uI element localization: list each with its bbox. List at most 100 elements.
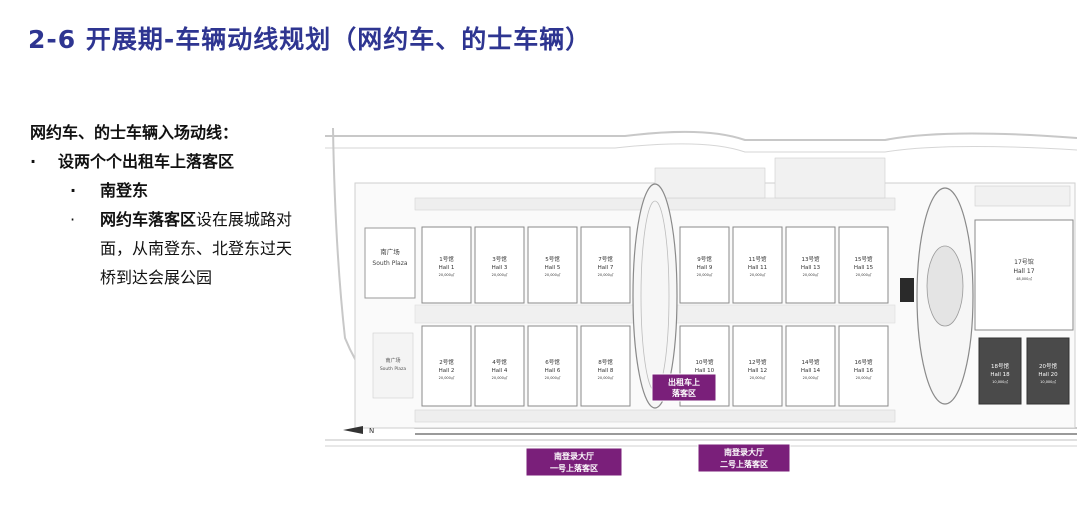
south-plaza-2-en: South Plaza bbox=[380, 366, 407, 372]
bullet-item-1: · 设两个个出租车上落客区 bbox=[30, 147, 330, 176]
south-lobby-2-line-2: 二号上落客区 bbox=[720, 459, 768, 469]
slide-title: 2-6 开展期-车辆动线规划（网约车、的士车辆） bbox=[28, 25, 592, 54]
svg-text:20,000㎡: 20,000㎡ bbox=[439, 272, 455, 277]
top-building bbox=[774, 157, 886, 199]
svg-text:Hall 10: Hall 10 bbox=[695, 368, 715, 374]
hall-6: 6号馆 Hall 6 20,000㎡ bbox=[527, 325, 578, 407]
sub-bullet-2: · 网约车落客区设在展城路对 bbox=[30, 205, 330, 234]
description-text-block: 网约车、的士车辆入场动线： · 设两个个出租车上落客区 · 南登东 · 网约车落… bbox=[30, 118, 330, 292]
hall-16: 16号馆 Hall 16 20,000㎡ bbox=[838, 325, 889, 407]
svg-text:18号馆: 18号馆 bbox=[991, 362, 1009, 370]
svg-text:Hall 8: Hall 8 bbox=[598, 368, 614, 374]
svg-text:Hall 4: Hall 4 bbox=[492, 368, 508, 374]
hall-4: 4号馆 Hall 4 20,000㎡ bbox=[474, 325, 525, 407]
svg-text:Hall 17: Hall 17 bbox=[1013, 268, 1034, 275]
svg-text:Hall 11: Hall 11 bbox=[748, 265, 767, 271]
svg-text:17号馆: 17号馆 bbox=[1014, 258, 1034, 266]
hall-14: 14号馆 Hall 14 20,000㎡ bbox=[785, 325, 836, 407]
svg-text:Hall 9: Hall 9 bbox=[697, 265, 713, 271]
hall-20: 20号馆 Hall 20 10,000㎡ bbox=[1026, 337, 1070, 405]
east-entrance-block bbox=[900, 278, 914, 302]
sub-bullet-1-text: 南登东 bbox=[100, 181, 149, 200]
svg-text:7号馆: 7号馆 bbox=[598, 255, 613, 263]
compass-icon: N bbox=[343, 426, 374, 435]
svg-text:16号馆: 16号馆 bbox=[855, 358, 873, 366]
bullet-heading: 网约车、的士车辆入场动线： bbox=[30, 123, 239, 142]
svg-text:20,000㎡: 20,000㎡ bbox=[545, 375, 561, 380]
south-lobby-1-line-1: 南登录大厅 bbox=[554, 451, 594, 461]
svg-text:20,000㎡: 20,000㎡ bbox=[856, 272, 872, 277]
svg-text:Hall 3: Hall 3 bbox=[492, 265, 508, 271]
south-lobby-2-line-1: 南登录大厅 bbox=[724, 447, 764, 457]
svg-text:9号馆: 9号馆 bbox=[697, 255, 712, 263]
svg-text:Hall 1: Hall 1 bbox=[439, 265, 455, 271]
svg-text:15号馆: 15号馆 bbox=[855, 255, 873, 263]
south-plaza-cn: 南广场 bbox=[380, 247, 400, 256]
hall-3: 3号馆 Hall 3 20,000㎡ bbox=[474, 226, 525, 304]
sub-bullet-2-bold: 网约车落客区 bbox=[100, 210, 197, 229]
bullet-dot: · bbox=[70, 181, 77, 200]
top-building bbox=[654, 167, 766, 199]
svg-text:12号馆: 12号馆 bbox=[749, 358, 767, 366]
hall-13: 13号馆 Hall 13 20,000㎡ bbox=[785, 226, 836, 304]
svg-text:Hall 20: Hall 20 bbox=[1038, 372, 1058, 378]
svg-text:48,000㎡: 48,000㎡ bbox=[1016, 276, 1032, 281]
svg-text:10,000㎡: 10,000㎡ bbox=[1040, 379, 1056, 384]
bullet-item-1-text: 设两个个出租车上落客区 bbox=[58, 152, 235, 171]
svg-text:2号馆: 2号馆 bbox=[439, 358, 454, 366]
svg-text:20,000㎡: 20,000㎡ bbox=[439, 375, 455, 380]
svg-text:4号馆: 4号馆 bbox=[492, 358, 507, 366]
south-lobby-1-tag: 南登录大厅 一号上落客区 bbox=[525, 447, 623, 477]
svg-text:13号馆: 13号馆 bbox=[802, 255, 820, 263]
hall-5: 5号馆 Hall 5 20,000㎡ bbox=[527, 226, 578, 304]
svg-text:Hall 16: Hall 16 bbox=[854, 368, 874, 374]
parking-band-bottom bbox=[414, 409, 896, 423]
svg-text:11号馆: 11号馆 bbox=[749, 255, 767, 263]
svg-text:10号馆: 10号馆 bbox=[696, 358, 714, 366]
svg-text:20,000㎡: 20,000㎡ bbox=[598, 375, 614, 380]
svg-text:3号馆: 3号馆 bbox=[492, 255, 507, 263]
hall-8: 8号馆 Hall 8 20,000㎡ bbox=[580, 325, 631, 407]
svg-text:20,000㎡: 20,000㎡ bbox=[750, 272, 766, 277]
svg-text:10,000㎡: 10,000㎡ bbox=[992, 379, 1008, 384]
sub-bullet-1: · 南登东 bbox=[30, 176, 330, 205]
taxi-tag-line-2: 落客区 bbox=[672, 388, 696, 398]
svg-text:20,000㎡: 20,000㎡ bbox=[803, 375, 819, 380]
svg-text:1号馆: 1号馆 bbox=[439, 255, 454, 263]
sub-bullet-2-line-3: 桥到达会展公园 bbox=[100, 268, 213, 287]
hall-7: 7号馆 Hall 7 20,000㎡ bbox=[580, 226, 631, 304]
svg-text:20,000㎡: 20,000㎡ bbox=[803, 272, 819, 277]
road-top bbox=[325, 130, 1077, 141]
svg-text:Hall 2: Hall 2 bbox=[439, 368, 455, 374]
south-plaza-en: South Plaza bbox=[372, 260, 407, 267]
compass-label: N bbox=[369, 427, 374, 435]
svg-text:20,000㎡: 20,000㎡ bbox=[750, 375, 766, 380]
svg-text:6号馆: 6号馆 bbox=[545, 358, 560, 366]
svg-text:20,000㎡: 20,000㎡ bbox=[492, 272, 508, 277]
svg-text:Hall 6: Hall 6 bbox=[545, 368, 561, 374]
road-top-inner bbox=[325, 143, 1077, 153]
site-plan-map: 南广场 South Plaza 南广场 South Plaza 1号馆 Hall… bbox=[325, 128, 1077, 508]
bullet-dot: · bbox=[70, 210, 76, 229]
hall-18: 18号馆 Hall 18 10,000㎡ bbox=[978, 337, 1022, 405]
svg-text:Hall 5: Hall 5 bbox=[545, 265, 561, 271]
svg-text:20,000㎡: 20,000㎡ bbox=[492, 375, 508, 380]
svg-text:Hall 18: Hall 18 bbox=[990, 372, 1010, 378]
svg-text:Hall 15: Hall 15 bbox=[854, 265, 874, 271]
svg-text:14号馆: 14号馆 bbox=[802, 358, 820, 366]
hall-12: 12号馆 Hall 12 20,000㎡ bbox=[732, 325, 783, 407]
svg-text:20号馆: 20号馆 bbox=[1039, 362, 1057, 370]
hall-9: 9号馆 Hall 9 20,000㎡ bbox=[679, 226, 730, 304]
sub-bullet-2-line-2: 面，从南登东、北登东过天 bbox=[100, 239, 293, 258]
south-plaza-2-cn: 南广场 bbox=[385, 357, 400, 364]
svg-text:20,000㎡: 20,000㎡ bbox=[856, 375, 872, 380]
south-plaza-building bbox=[364, 227, 416, 299]
east-concourse-dome bbox=[926, 245, 964, 327]
taxi-drop-zone-tag: 出租车上 落客区 bbox=[651, 373, 717, 402]
svg-text:5号馆: 5号馆 bbox=[545, 255, 560, 263]
sub-bullet-2-rest: 设在展城路对 bbox=[196, 210, 293, 229]
hall-2: 2号馆 Hall 2 20,000㎡ bbox=[421, 325, 472, 407]
svg-text:8号馆: 8号馆 bbox=[598, 358, 613, 366]
svg-text:Hall 13: Hall 13 bbox=[801, 265, 821, 271]
south-lobby-2-tag: 南登录大厅 二号上落客区 bbox=[697, 443, 791, 473]
